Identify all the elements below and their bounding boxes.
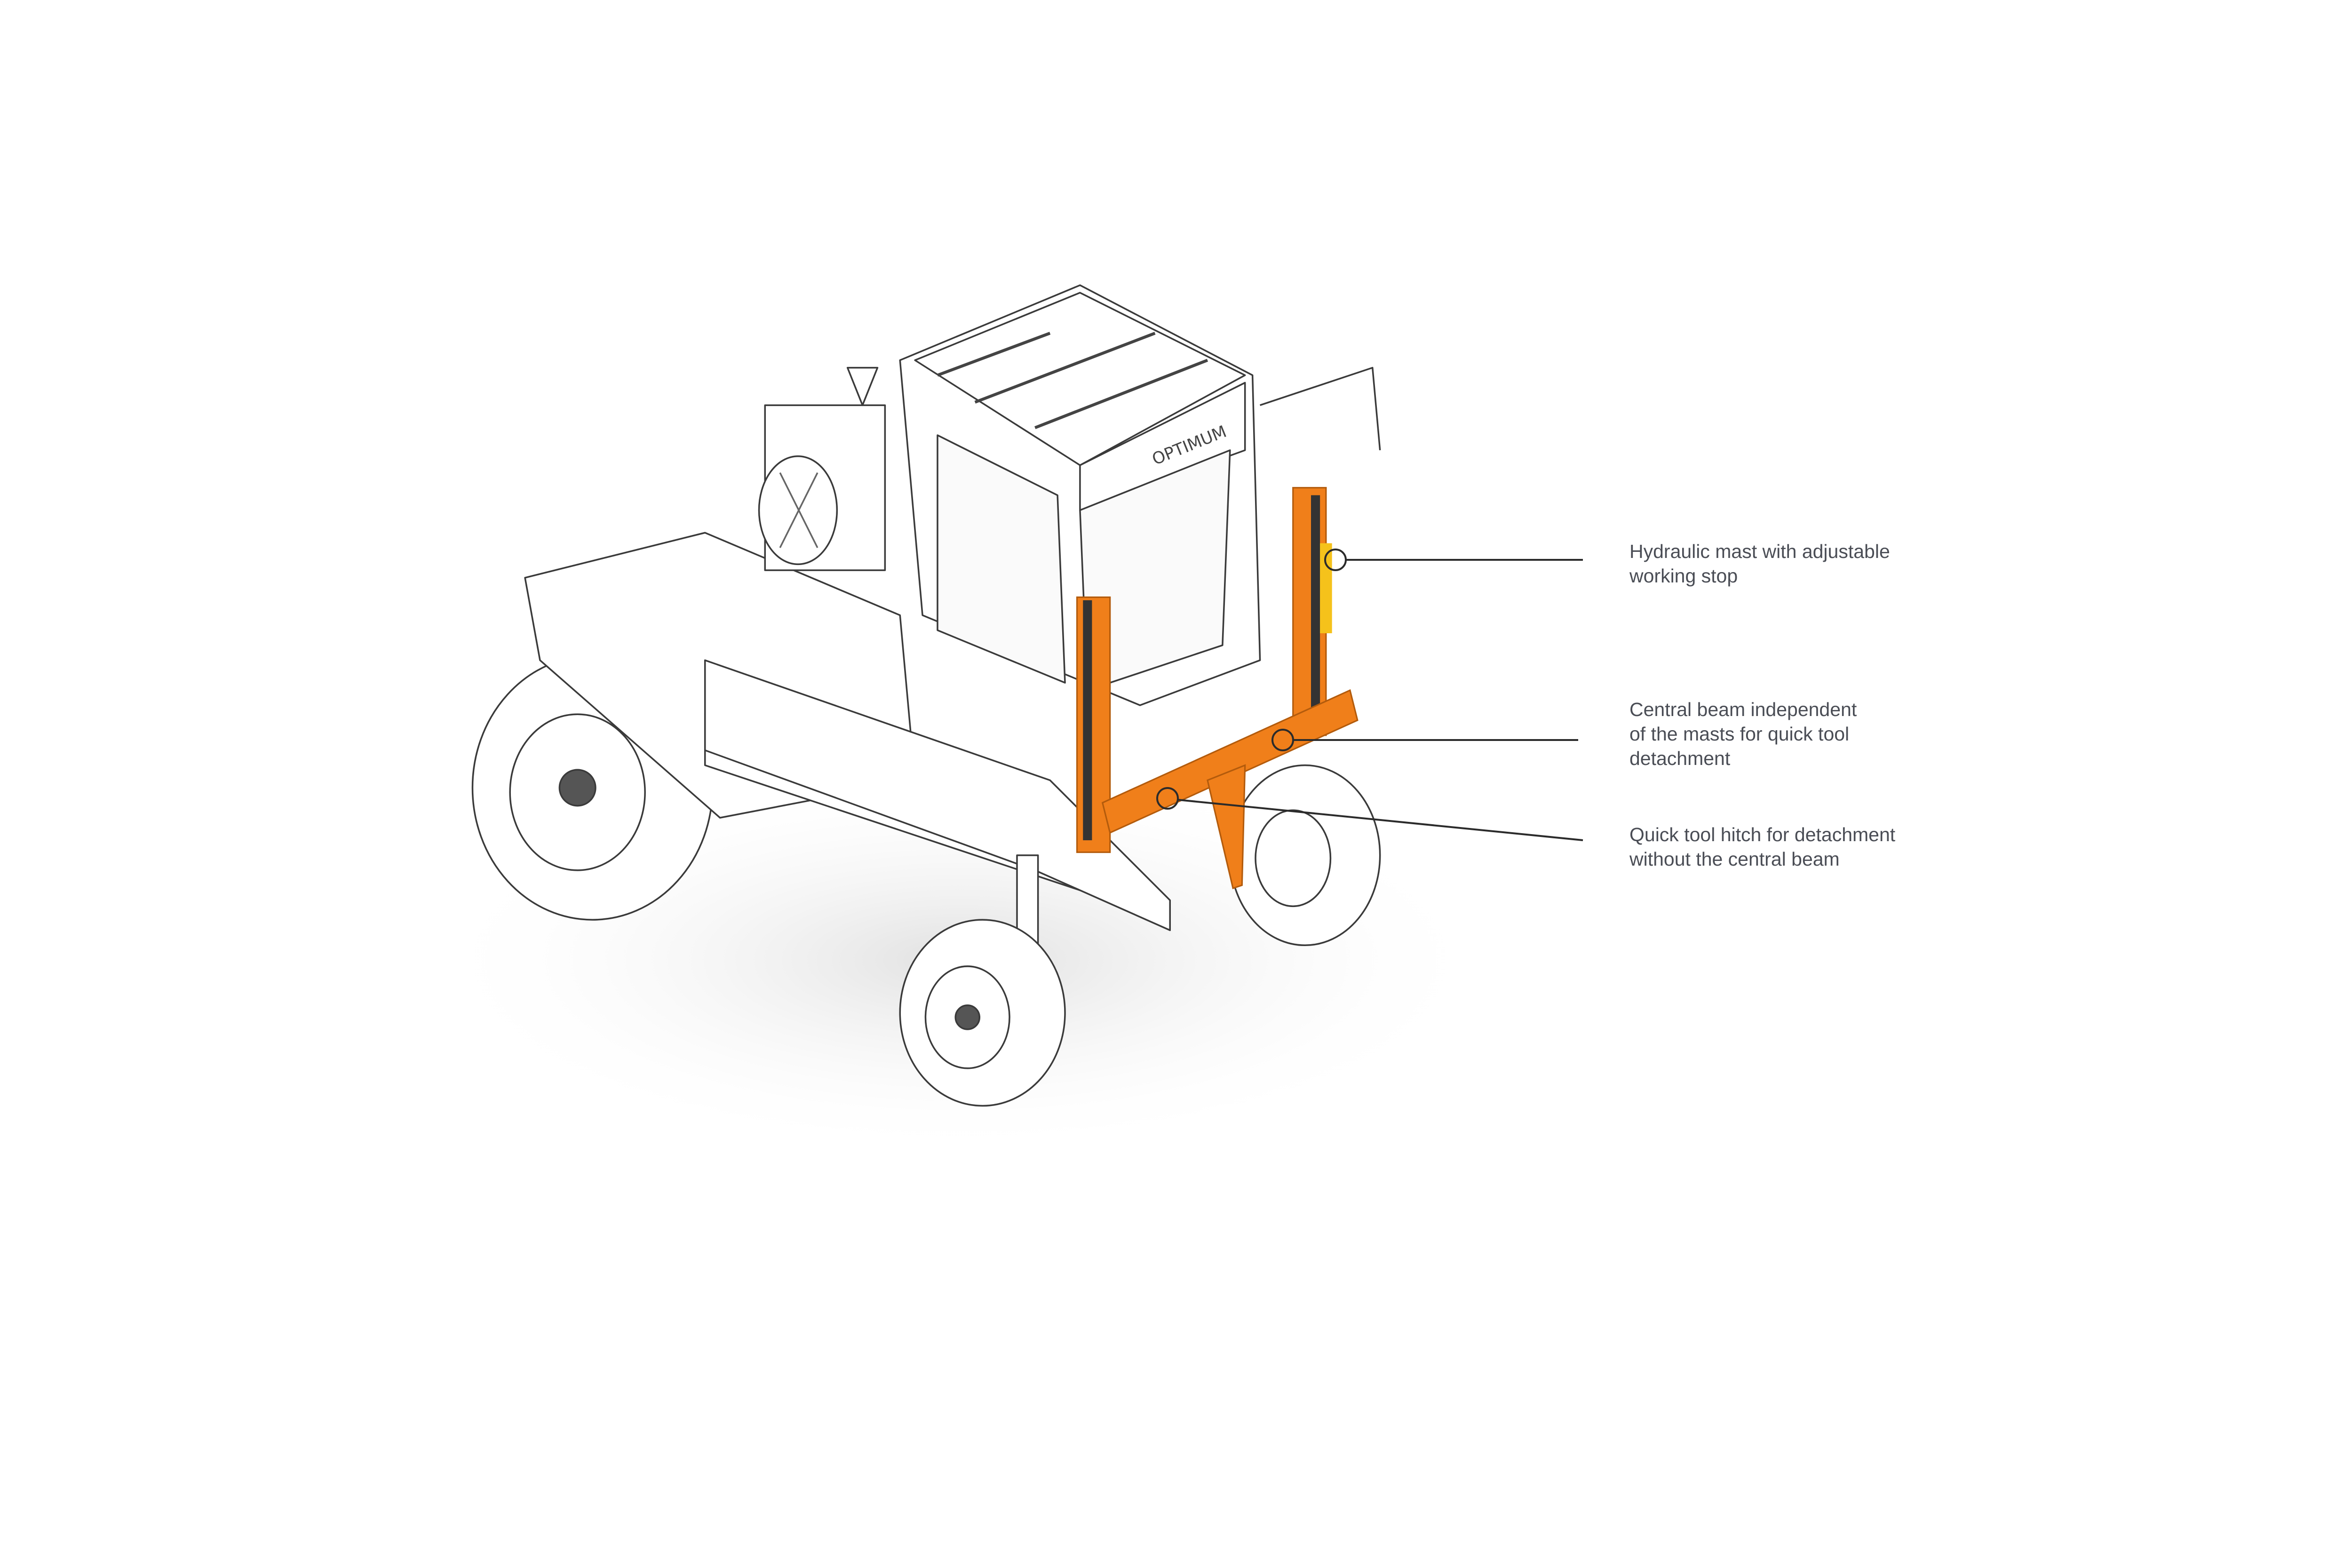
callout-label-quick-hitch: Quick tool hitch for detachment without … (1629, 822, 1968, 871)
callout-text-line: Hydraulic mast with adjustable (1629, 541, 1890, 562)
callout-line-3 (1177, 799, 1583, 841)
callout-label-hydraulic-mast: Hydraulic mast with adjustable working s… (1629, 539, 1968, 588)
callout-text-line: Central beam independent (1629, 699, 1857, 720)
callout-marker-3 (1156, 787, 1179, 810)
callout-text-line: without the central beam (1629, 848, 1840, 870)
cab: OPTIMUM (899, 284, 1261, 706)
mast-attachment (1076, 487, 1359, 890)
callout-text-line: Quick tool hitch for detachment (1629, 824, 1896, 845)
callout-text-line: detachment (1629, 748, 1731, 769)
central-beam (1101, 689, 1359, 834)
front-left-wheel (899, 854, 1066, 1107)
callout-label-central-beam: Central beam independent of the masts fo… (1629, 697, 1968, 771)
chassis (704, 659, 1171, 931)
callout-text-line: of the masts for quick tool (1629, 723, 1850, 745)
callout-marker-2 (1271, 729, 1294, 751)
callout-marker-1 (1324, 549, 1347, 571)
engine-fan (758, 404, 886, 571)
callout-text-line: working stop (1629, 565, 1738, 587)
front-right-wheel (1229, 764, 1381, 947)
